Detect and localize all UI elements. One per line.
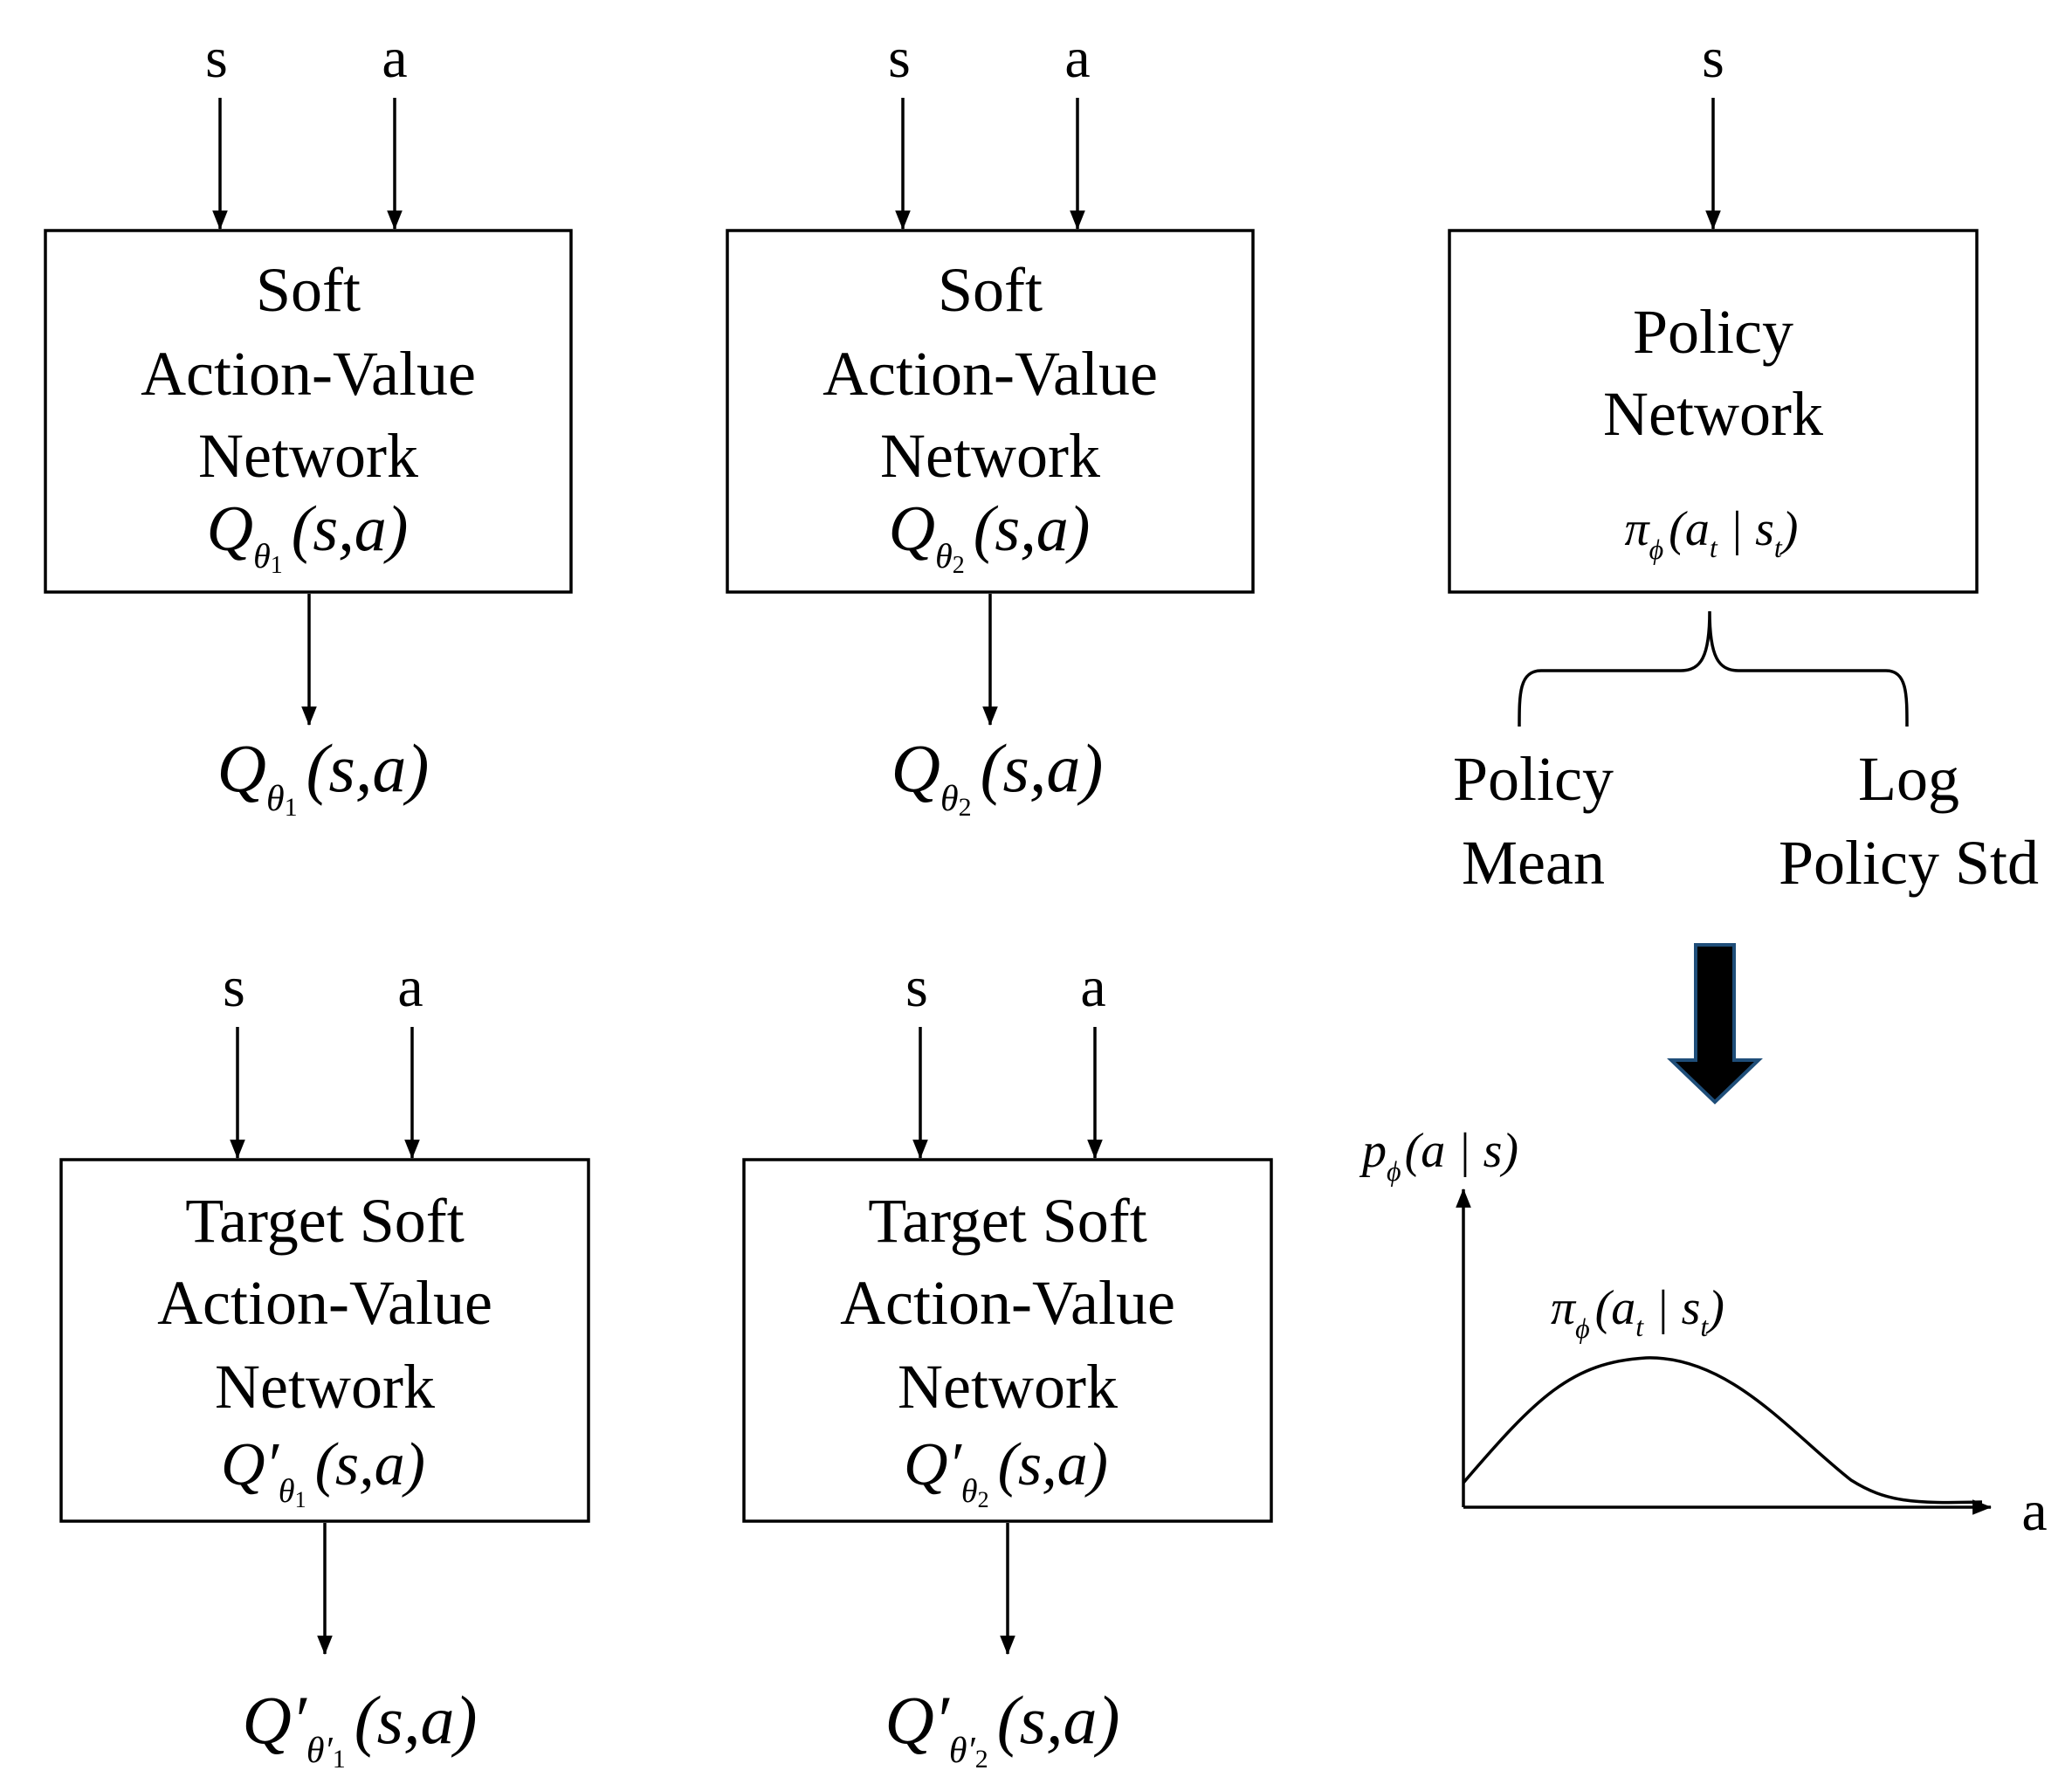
policy-group: s Policy Network πϕ(at | st) Policy Mean… <box>1448 26 2039 1105</box>
target2-box <box>742 1158 1273 1523</box>
critic2-group: s a Soft Action-Value Network Qθ2(s,a) Q… <box>726 26 1255 822</box>
target1-title-line3: Network <box>215 1352 435 1422</box>
policy-mean-line1: Policy <box>1453 744 1614 814</box>
critic1-box <box>44 229 573 594</box>
critic1-title-line2: Action-Value <box>141 339 476 409</box>
distribution-curve <box>1462 1356 1983 1505</box>
critic1-title-line3: Network <box>198 421 418 491</box>
critic1-output: Qθ1(s,a) <box>217 730 430 822</box>
target1-group: s a Target Soft Action-Value Network Q′θ… <box>59 955 590 1774</box>
target2-input-state: s <box>905 955 928 1019</box>
policy-logstd-line2: Policy Std <box>1779 828 2039 898</box>
critic1-group: s a Soft Action-Value Network Qθ1(s,a) Q… <box>44 26 573 822</box>
target1-output: Q′θ′1(s,a) <box>242 1682 477 1774</box>
critic2-title-line2: Action-Value <box>823 339 1158 409</box>
critic1-title-line1: Soft <box>256 255 361 325</box>
critic2-title-line3: Network <box>880 421 1100 491</box>
critic2-formula: Qθ2(s,a) <box>889 493 1091 579</box>
target1-title-line1: Target Soft <box>185 1186 465 1256</box>
distribution-curve-label: πϕ(at | st) <box>1551 1281 1724 1344</box>
critic2-output: Qθ2(s,a) <box>891 730 1104 822</box>
target2-title-line3: Network <box>898 1352 1118 1422</box>
policy-title-line1: Policy <box>1633 297 1793 367</box>
policy-title-line2: Network <box>1603 379 1823 449</box>
target1-formula: Q′θ1(s,a) <box>221 1431 425 1512</box>
target2-output: Q′θ′2(s,a) <box>885 1682 1119 1774</box>
target2-input-action: a <box>1080 955 1105 1019</box>
policy-output-brace <box>1518 610 1909 727</box>
target2-title-line2: Action-Value <box>840 1268 1175 1338</box>
policy-mean-line2: Mean <box>1462 828 1605 898</box>
policy-logstd-line1: Log <box>1858 744 1959 814</box>
critic2-title-line1: Soft <box>938 255 1043 325</box>
sampling-down-arrow-icon <box>1667 943 1763 1105</box>
target2-title-line1: Target Soft <box>868 1186 1147 1256</box>
policy-input-state: s <box>1702 26 1724 90</box>
distribution-plot: pϕ(a | s) a πϕ(at | st) <box>1359 1124 2048 1543</box>
target1-title-line2: Action-Value <box>157 1268 492 1338</box>
target2-group: s a Target Soft Action-Value Network Q′θ… <box>742 955 1273 1774</box>
target1-input-state: s <box>223 955 245 1019</box>
policy-formula: πϕ(at | st) <box>1625 502 1799 565</box>
critic2-input-state: s <box>888 26 911 90</box>
critic2-input-action: a <box>1064 26 1090 90</box>
critic2-box <box>726 229 1255 594</box>
target2-formula: Q′θ2(s,a) <box>904 1431 1108 1512</box>
distribution-xlabel: a <box>2021 1479 2047 1543</box>
distribution-ylabel: pϕ(a | s) <box>1359 1124 1518 1187</box>
critic1-input-action: a <box>382 26 407 90</box>
critic1-input-state: s <box>205 26 228 90</box>
policy-box <box>1448 229 1979 594</box>
critic1-formula: Qθ1(s,a) <box>207 493 409 579</box>
target1-input-action: a <box>397 955 423 1019</box>
target1-box <box>59 1158 590 1523</box>
